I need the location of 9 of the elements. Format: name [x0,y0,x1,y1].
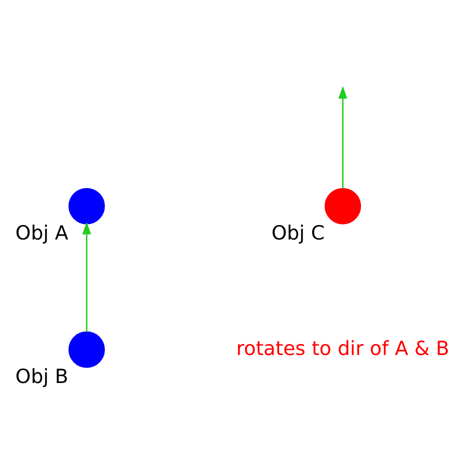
node-label: Obj A [14,220,68,244]
label: rotates to dir of A & B [236,336,449,360]
arrow [338,85,347,188]
node-circle [324,187,361,224]
node-circle [68,187,104,224]
node-circle [68,330,104,368]
node-label: Obj B [14,364,68,388]
arrow [82,221,91,332]
node-label: Obj C [270,220,324,244]
